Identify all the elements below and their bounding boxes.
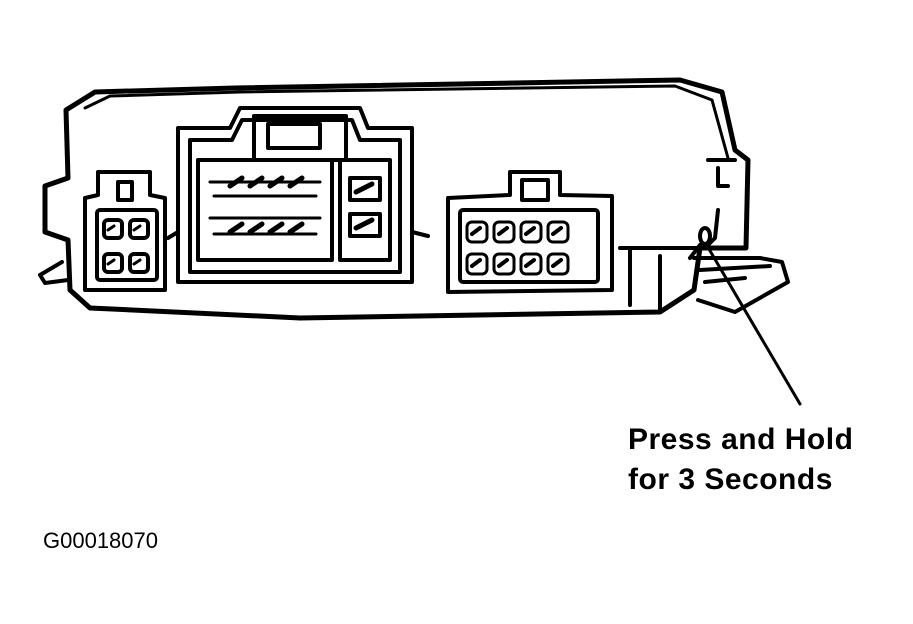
mounting-flange xyxy=(38,256,790,314)
left-connector xyxy=(83,170,167,292)
callout-line-2: for 3 Seconds xyxy=(628,463,833,496)
right-connector xyxy=(446,170,614,294)
figure-id: G00018070 xyxy=(43,528,158,553)
callout-line-1: Press and Hold xyxy=(628,423,854,456)
center-connector xyxy=(166,106,430,284)
callout-label: Press and Hold for 3 Seconds xyxy=(628,420,853,500)
leader-line xyxy=(704,242,802,406)
